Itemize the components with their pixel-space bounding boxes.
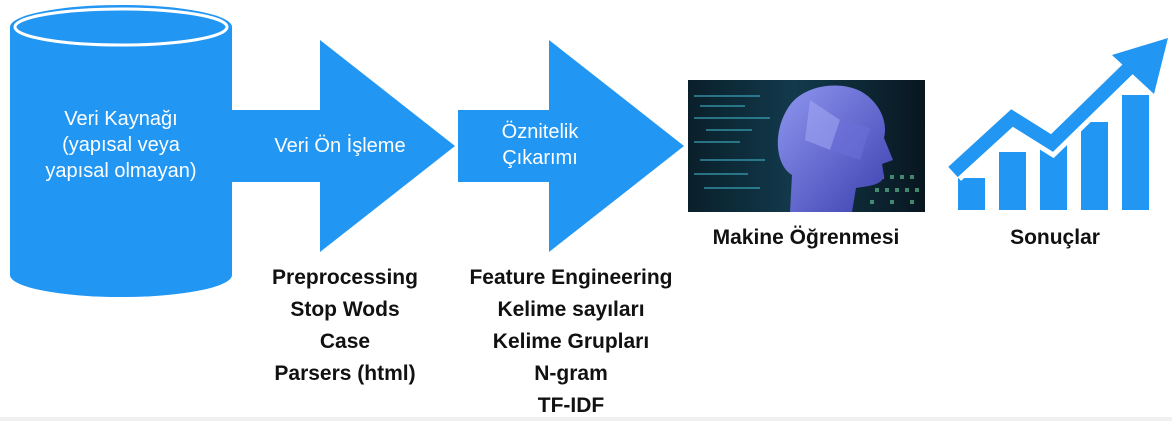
source-label-line: Veri Kaynağı <box>64 108 178 130</box>
detail-item: Feature Engineering <box>469 266 673 289</box>
results-caption: Sonuçlar <box>1010 226 1100 249</box>
ai-head-image <box>688 80 925 212</box>
detail-item: N-gram <box>534 362 608 385</box>
preprocess-arrow <box>232 40 455 252</box>
feature-extraction-arrow <box>458 40 684 252</box>
detail-item: TF-IDF <box>537 394 605 417</box>
preprocess-details: Preprocessing Stop Wods Case Parsers (ht… <box>240 262 450 390</box>
source-label: Veri Kaynağı (yapısal veya yapısal olmay… <box>10 106 232 184</box>
growth-chart-icon <box>944 38 1168 210</box>
preprocess-label: Veri Ön İşleme <box>274 135 406 157</box>
detail-item: Kelime Grupları <box>492 330 650 353</box>
features-label-line: Çıkarımı <box>502 147 578 169</box>
detail-item: Stop Wods <box>290 298 400 321</box>
database-cylinder-icon <box>10 5 232 297</box>
features-label: Öznitelik Çıkarımı <box>470 119 610 171</box>
features-details: Feature Engineering Kelime sayıları Keli… <box>446 262 696 422</box>
detail-item: Parsers (html) <box>274 362 416 385</box>
features-label-line: Öznitelik <box>501 121 579 143</box>
detail-item: Case <box>319 330 371 353</box>
ml-caption: Makine Öğrenmesi <box>712 226 900 249</box>
source-label-line: yapısal olmayan) <box>45 160 197 182</box>
detail-item: Preprocessing <box>272 266 418 289</box>
detail-item: Kelime sayıları <box>497 298 645 321</box>
source-label-line: (yapısal veya <box>62 134 180 156</box>
bottom-divider <box>0 417 1172 421</box>
